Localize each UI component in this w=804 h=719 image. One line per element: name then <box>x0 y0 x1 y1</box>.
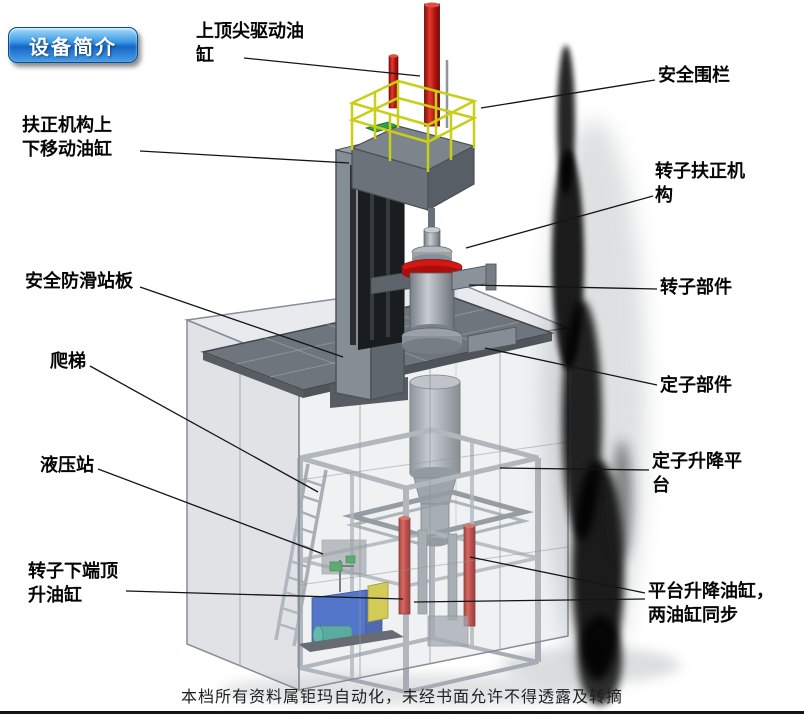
leader-rotor-jack-cylinder <box>125 590 404 600</box>
leader-top-drive-cylinder <box>243 57 421 77</box>
confidentiality-footer: 本档所有资料属钜玛自动化，未经书面允许不得透露及转摘 <box>180 687 623 706</box>
callout-rotor-component: 转子部件 <box>660 277 732 298</box>
rotor-assembly <box>370 208 497 354</box>
callout-centering-lift-cylinder: 扶正机构上下移动油缸 <box>22 115 112 160</box>
leader-stator-component <box>484 347 658 386</box>
leader-safety-fence <box>480 79 656 109</box>
callout-rotor-jack-cylinder: 转子下端顶升油缸 <box>28 561 118 606</box>
callout-rotor-centering: 转子扶正机构 <box>655 161 745 206</box>
callout-hydraulic-station: 液压站 <box>40 455 94 476</box>
leader-platform-cyl-left <box>413 598 646 603</box>
leader-hydraulic-station <box>97 468 324 555</box>
leader-lines <box>89 57 658 603</box>
leader-rotor-centering <box>465 195 654 249</box>
leader-anti-slip-platform <box>139 286 344 358</box>
leader-centering-cylinder <box>139 150 350 164</box>
inner-cage-equipment <box>274 282 541 695</box>
callout-stator-component: 定子部件 <box>660 375 732 396</box>
callout-top-drive-cylinder: 上顶尖驱动油缸 <box>196 21 304 66</box>
leader-rotor-component <box>468 284 658 290</box>
callout-ladder: 爬梯 <box>50 351 86 372</box>
callout-platform-lift-cylinders: 平台升降油缸，两油缸同步 <box>648 581 774 626</box>
stator-column <box>409 374 461 547</box>
platform-lift-cylinders <box>398 516 476 627</box>
leader-platform-cyl-right <box>469 556 646 594</box>
callout-safety-fence: 安全围栏 <box>658 65 730 86</box>
safety-railing <box>348 79 478 172</box>
callout-stator-lift-platform: 定子升降平台 <box>652 451 742 496</box>
hydraulic-station <box>298 555 404 652</box>
section-badge-label: 设备简介 <box>29 34 117 59</box>
leader-ladder <box>89 365 319 493</box>
section-badge: 设备简介 <box>8 27 138 63</box>
callout-anti-slip-platform: 安全防滑站板 <box>25 271 133 292</box>
bottom-rule <box>0 711 804 714</box>
ink-smudge <box>542 45 646 705</box>
leader-stator-lift-platform <box>499 467 650 471</box>
